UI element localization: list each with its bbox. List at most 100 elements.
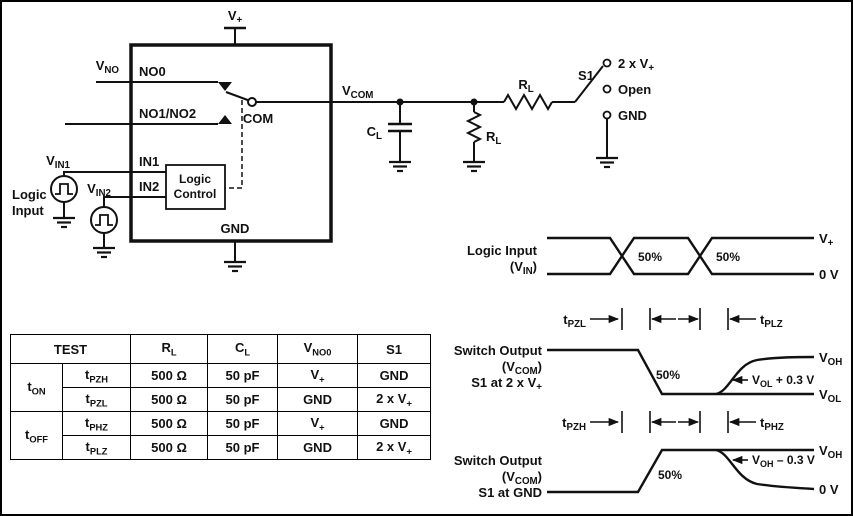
- table-cell-cl: 50 pF: [207, 435, 279, 460]
- table-row: tPZL 500 Ω 50 pF GND 2 x V+: [11, 387, 432, 412]
- test-group-toff: tOFF: [10, 411, 63, 460]
- s1-terminal-open: [602, 84, 612, 94]
- table-cell-vno0: GND: [277, 387, 359, 412]
- pin-label-gnd: GND: [221, 221, 250, 236]
- vin2-label: VIN2: [87, 181, 111, 199]
- test-conditions-table: TEST RL CL VNO0 S1 tON tPZH 500 Ω 50 pF …: [9, 334, 432, 460]
- output1-trace: [547, 348, 814, 396]
- output1-50pct-label: 50%: [656, 368, 680, 382]
- logic-control-label-2: Control: [174, 187, 217, 201]
- pin-label-in1: IN1: [139, 154, 159, 169]
- no1-no2-contact-triangle: [218, 115, 232, 124]
- vplus-label: V+: [228, 8, 243, 26]
- pin-label-no1-no2: NO1/NO2: [139, 106, 196, 121]
- input-high-level-label: V+: [819, 231, 834, 249]
- timing-marks: [590, 308, 756, 465]
- input-50pct-label-1: 50%: [638, 250, 662, 264]
- ground-symbol: [594, 156, 620, 169]
- table-row: tOFF tPHZ 500 Ω 50 pF V+ GND: [10, 411, 432, 460]
- output2-label-3: S1 at GND: [478, 485, 542, 500]
- output2-voh-label: VOH: [819, 443, 842, 461]
- output1-label-1: Switch Output: [454, 343, 543, 358]
- table-cell-cl: 50 pF: [207, 387, 279, 412]
- table-header-row: TEST RL CL VNO0 S1: [9, 334, 432, 364]
- vcom-label: VCOM: [342, 83, 373, 101]
- table-cell-cl: 50 pF: [207, 363, 279, 388]
- ground-symbol: [222, 260, 248, 273]
- s1-label: S1: [578, 68, 594, 83]
- output1-voh-label: VOH: [819, 350, 842, 368]
- table-cell-rl: 500 Ω: [130, 435, 209, 460]
- tpzl-label: tPZL: [563, 312, 586, 330]
- vin1-label: VIN1: [46, 153, 70, 171]
- switch-symbol: [225, 91, 257, 107]
- table-cell-s1: GND: [357, 411, 432, 436]
- table-header-s1: S1: [357, 334, 432, 364]
- s1-position-open-label: Open: [618, 82, 651, 97]
- table-row: tON tPZH 500 Ω 50 pF V+ GND: [10, 363, 432, 412]
- tphz-label: tPHZ: [760, 415, 784, 433]
- s1-position-gnd-label: GND: [618, 108, 647, 123]
- table-cell-s1: 2 x V+: [357, 387, 432, 412]
- dut-box: [129, 43, 333, 243]
- table-row: tPLZ 500 Ω 50 pF GND 2 x V+: [11, 435, 432, 460]
- s1-terminal-2xvplus: [602, 58, 612, 68]
- table-header-test: TEST: [9, 334, 132, 364]
- cl-capacitor: [388, 102, 412, 162]
- ground-symbol: [461, 160, 487, 173]
- schematic-labels: V+ VNO NO0 NO1/NO2 IN1 IN2 Logic Control…: [12, 8, 654, 236]
- table-cell-rl: 500 Ω: [130, 363, 209, 388]
- waveform-labels: Logic Input (VIN) 50% 50% V+ 0 V tPZL tP…: [454, 231, 842, 500]
- output1-threshold-annotation: VOL + 0.3 V: [752, 373, 814, 389]
- schematic-shapes: [50, 26, 620, 273]
- pulse-icon: [95, 214, 113, 226]
- input-waveform-label-2: (VIN): [510, 259, 537, 277]
- test-param-tplz: tPLZ: [61, 435, 132, 460]
- logic-control-box: [165, 164, 226, 210]
- waveform-traces: [547, 236, 815, 494]
- rl-resistor-shunt: [465, 102, 483, 162]
- output2-trace: [547, 448, 814, 494]
- in2-wire: [103, 196, 166, 207]
- test-param-tpzl: tPZL: [61, 387, 132, 412]
- vno-label: VNO: [96, 58, 120, 76]
- test-param-tphz: tPHZ: [61, 411, 132, 436]
- vplus-supply: [224, 26, 246, 45]
- output1-label-2: (VCOM): [502, 359, 542, 377]
- com-label: COM: [243, 111, 273, 126]
- control-dashed-line: [225, 100, 243, 189]
- logic-input-label-2: Input: [12, 203, 44, 218]
- in1-wire: [63, 171, 166, 176]
- output1-rise-curve: [715, 355, 815, 396]
- pulse-source-vin2: [90, 206, 118, 248]
- output2-label-2: (VCOM): [502, 469, 542, 487]
- table-cell-cl: 50 pF: [207, 411, 279, 436]
- tpzh-label: tPZH: [562, 415, 586, 433]
- table-header-vno0: VNO0: [277, 334, 359, 364]
- input-50pct-label-2: 50%: [716, 250, 740, 264]
- logic-control-label-1: Logic: [179, 172, 211, 186]
- table-cell-vno0: GND: [277, 435, 359, 460]
- ground-symbol: [51, 216, 77, 229]
- output2-0v-label: 0 V: [819, 482, 839, 497]
- output2-threshold-annotation: VOH – 0.3 V: [752, 453, 815, 469]
- table-cell-vno0: V+: [277, 363, 359, 388]
- test-group-ton: tON: [10, 363, 63, 412]
- output2-label-1: Switch Output: [454, 453, 543, 468]
- s1-switch: [574, 58, 612, 158]
- rl-shunt-label: RL: [486, 129, 501, 147]
- tplz-label: tPLZ: [760, 312, 783, 330]
- pulse-icon: [55, 183, 73, 195]
- input-waveform-trace: [547, 236, 814, 276]
- input-waveform-label-1: Logic Input: [467, 243, 538, 258]
- ground-symbol: [91, 246, 117, 259]
- rl-series-label: RL: [518, 77, 533, 95]
- table-cell-s1: 2 x V+: [357, 435, 432, 460]
- table-cell-vno0: V+: [277, 411, 359, 436]
- timing-arrows-row2: [590, 411, 756, 433]
- output1-vol-label: VOL: [819, 387, 841, 405]
- pin-label-in2: IN2: [139, 179, 159, 194]
- input-low-level-label: 0 V: [819, 267, 839, 282]
